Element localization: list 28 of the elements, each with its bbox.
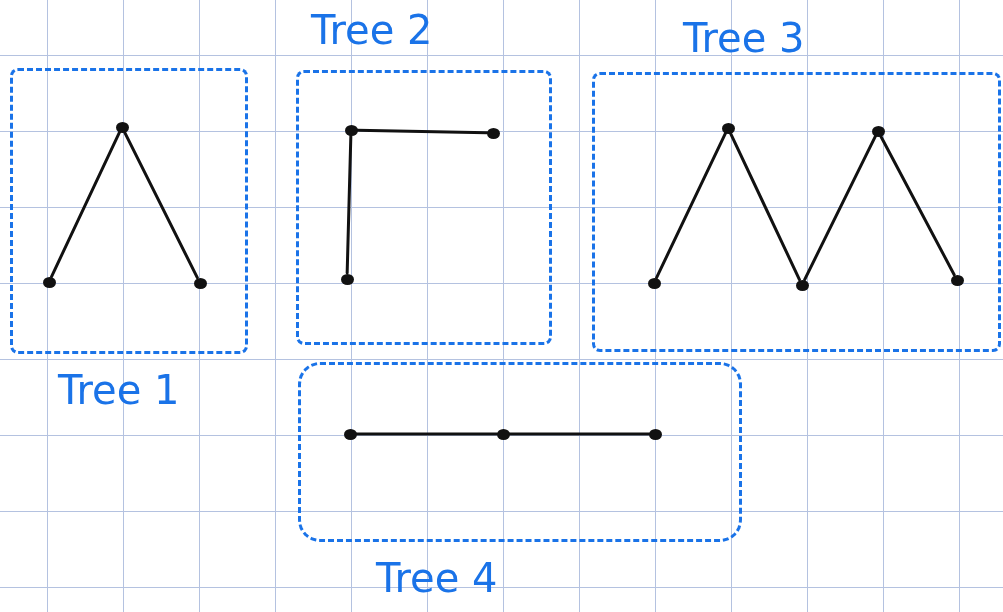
tree-heading: Tree 1 — [58, 367, 180, 413]
node-dot — [340, 273, 354, 285]
tree-edge — [803, 134, 877, 282]
tree-edge — [879, 134, 956, 277]
tree-edge — [355, 128, 489, 135]
node-dot — [115, 121, 129, 133]
node-dot — [795, 279, 809, 291]
tree-edge — [354, 432, 499, 436]
node-dot — [486, 127, 500, 139]
tree-edge — [123, 130, 199, 280]
tree-edge — [729, 131, 801, 282]
node-dot — [647, 277, 661, 289]
tree-edge — [345, 134, 353, 275]
node-dot — [496, 428, 510, 440]
tree-heading: Tree 4 — [376, 555, 498, 601]
node-dot — [193, 277, 207, 289]
tree-heading: Tree 2 — [311, 7, 433, 53]
node-dot — [343, 428, 357, 440]
node-dot — [42, 276, 56, 288]
node-dot — [648, 428, 662, 440]
tree-edge — [655, 131, 727, 280]
tree-edge — [50, 130, 121, 279]
node-dot — [344, 124, 358, 136]
node-dot — [721, 122, 735, 134]
tree-heading: Tree 3 — [683, 15, 805, 61]
node-dot — [871, 125, 885, 137]
tree-edge — [507, 432, 651, 436]
node-dot — [950, 274, 964, 286]
